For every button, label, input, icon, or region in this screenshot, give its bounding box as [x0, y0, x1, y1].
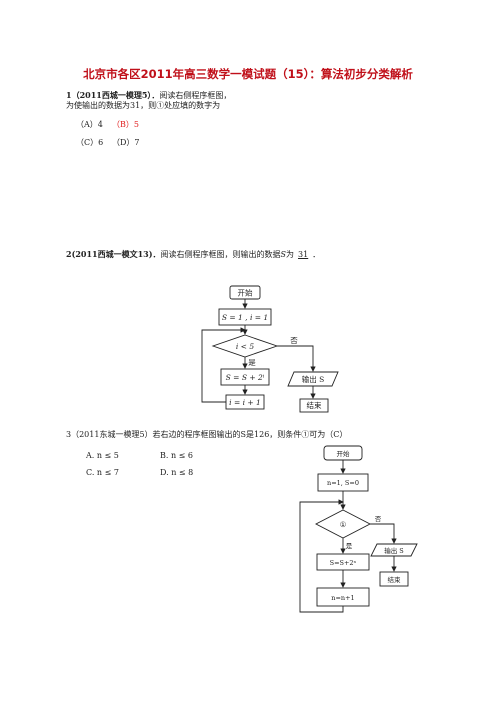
question-1-line-1: 1（2011西城一模理5）．阅读右侧程序框图，: [66, 90, 231, 101]
question-2-answer: 31: [298, 250, 309, 259]
flow2-output-box: [370, 543, 418, 557]
flow2-output-text: 输出 S: [384, 546, 404, 555]
flow2-start-text: 开始: [337, 449, 351, 458]
flow2-yes-label: 是: [346, 542, 353, 550]
flow2-init-text: n=1, S=0: [327, 479, 359, 487]
question-3-option-c: C. n ≤ 7: [86, 468, 119, 477]
flow1-end-text: 结束: [307, 400, 322, 410]
flow1-cond-text: i < 5: [236, 342, 254, 351]
question-1-option-d: （D）7: [112, 138, 140, 147]
question-3-option-b: B. n ≤ 6: [160, 451, 193, 460]
flow1-output-box: [287, 371, 339, 387]
question-2-label: 2(2011西城一模文13)．: [66, 249, 161, 259]
question-1-line-2: 为使输出的数据为31，则①处应填的数字为: [66, 101, 221, 110]
flow1-start-text: 开始: [238, 288, 253, 298]
question-1-option-c: （C）6: [76, 138, 104, 147]
flow1-output-text: 输出 S: [302, 374, 325, 384]
flow2-update-text: S=S+2ⁿ: [330, 559, 357, 567]
page-title: 北京市各区2011年高三数学一模试题（15）：算法初步分类解析: [83, 67, 413, 81]
question-1-option-b: （B）5: [112, 120, 139, 129]
flow1-incr-text: i = i + 1: [229, 398, 261, 407]
question-1-text: 阅读右侧程序框图，: [159, 91, 232, 100]
question-3-option-d: D. n ≤ 8: [160, 468, 194, 477]
question-3-line: 3（2011东城一模理5）若右边的程序框图输出的S是126，则条件①可为（C）: [66, 430, 348, 439]
flowchart-1: 开始 S = 1 , i = 1 i < 5 否 是 S = S + 2ⁱ i …: [201, 285, 339, 413]
flow2-end-box: [379, 571, 409, 587]
question-1-option-a: （A）4: [76, 120, 103, 129]
flow1-update-text: S = S + 2ⁱ: [226, 373, 265, 382]
flowchart-2: 开始 n=1, S=0 ① 否 是 S=S+2ⁿ 输出 S 结束 n=n+1: [299, 445, 418, 613]
flow1-end-box: [299, 398, 329, 413]
flow2-incr-text: n=n+1: [331, 594, 354, 602]
flow2-no-label: 否: [375, 515, 382, 523]
question-2-text-end: ．: [312, 250, 321, 259]
question-3-option-a: A. n ≤ 5: [86, 451, 119, 460]
flow2-cond-text: ①: [340, 520, 347, 529]
question-2-text: 阅读右侧程序框图，则输出的数据: [160, 250, 281, 259]
question-2-text-mid: 为: [286, 250, 295, 259]
flow1-init-text: S = 1 , i = 1: [222, 313, 268, 322]
flow1-yes-label: 是: [248, 358, 256, 367]
flow2-end-text: 结束: [388, 575, 402, 584]
flow1-no-label: 否: [290, 336, 298, 345]
question-1-label: 1（2011西城一模理5）．: [66, 90, 160, 100]
question-2-variable: S: [280, 250, 287, 259]
